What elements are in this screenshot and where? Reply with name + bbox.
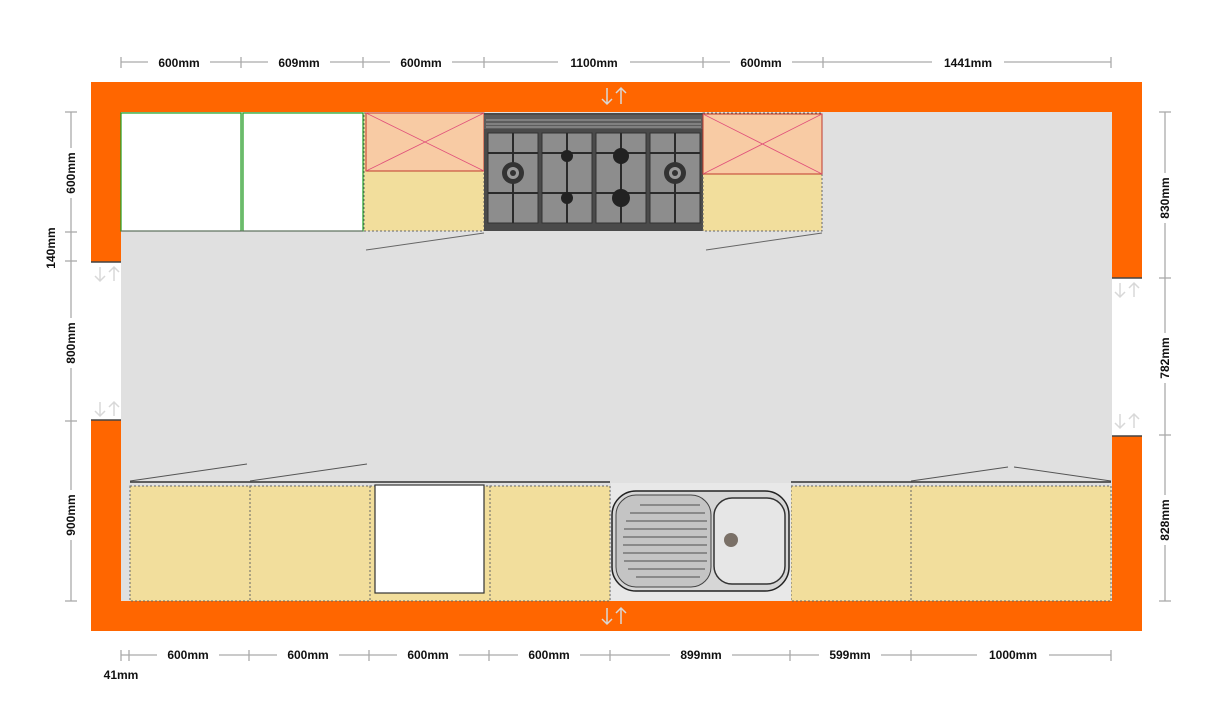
range-cooker-icon[interactable] <box>484 113 703 231</box>
dimension-label: 900mm <box>64 494 78 535</box>
dimension-label: 800mm <box>64 322 78 363</box>
right-dimension-labels: 830mm 782mm 828mm <box>1158 173 1172 545</box>
bottom-dimension-labels: 600mm 600mm 600mm 600mm 899mm 599mm 1000… <box>104 647 1049 682</box>
dimension-label: 600mm <box>64 152 78 193</box>
dimension-label: 1000mm <box>989 648 1037 662</box>
dimension-label: 600mm <box>407 648 448 662</box>
fridge-appliance[interactable] <box>120 112 242 232</box>
base-unit[interactable] <box>129 485 251 602</box>
base-unit[interactable] <box>910 485 1112 602</box>
dimension-label: 41mm <box>104 668 139 682</box>
sink-drainer-icon[interactable] <box>611 483 791 601</box>
top-dimension-labels: 600mm 609mm 600mm 1100mm 600mm 1441mm <box>148 54 1004 70</box>
dimension-label: 1441mm <box>944 56 992 70</box>
freezer-appliance[interactable] <box>242 112 364 232</box>
base-unit[interactable] <box>790 485 912 602</box>
dimension-label: 600mm <box>158 56 199 70</box>
top-run <box>120 112 823 251</box>
dimension-label: 609mm <box>278 56 319 70</box>
dimension-label: 830mm <box>1158 177 1172 218</box>
bottom-run <box>129 463 1112 602</box>
dishwasher-appliance[interactable] <box>374 484 485 594</box>
dimension-label: 599mm <box>829 648 870 662</box>
door-opening-arrows-icon <box>94 86 1140 626</box>
dimension-label: 600mm <box>287 648 328 662</box>
dimension-label: 782mm <box>1158 337 1172 378</box>
left-dimension-labels: 600mm 140mm 800mm 900mm <box>44 148 78 540</box>
dimension-label: 600mm <box>167 648 208 662</box>
dimension-label: 899mm <box>680 648 721 662</box>
dimension-label: 600mm <box>400 56 441 70</box>
dimension-label: 140mm <box>44 227 58 268</box>
base-unit[interactable] <box>249 485 371 602</box>
dimension-label: 1100mm <box>570 56 617 70</box>
base-unit[interactable] <box>489 485 611 602</box>
right-window-opening[interactable] <box>1112 278 1142 436</box>
dimension-label: 600mm <box>740 56 781 70</box>
dimension-label: 600mm <box>528 648 569 662</box>
dimension-label: 828mm <box>1158 499 1172 540</box>
left-window-opening[interactable] <box>91 262 121 420</box>
